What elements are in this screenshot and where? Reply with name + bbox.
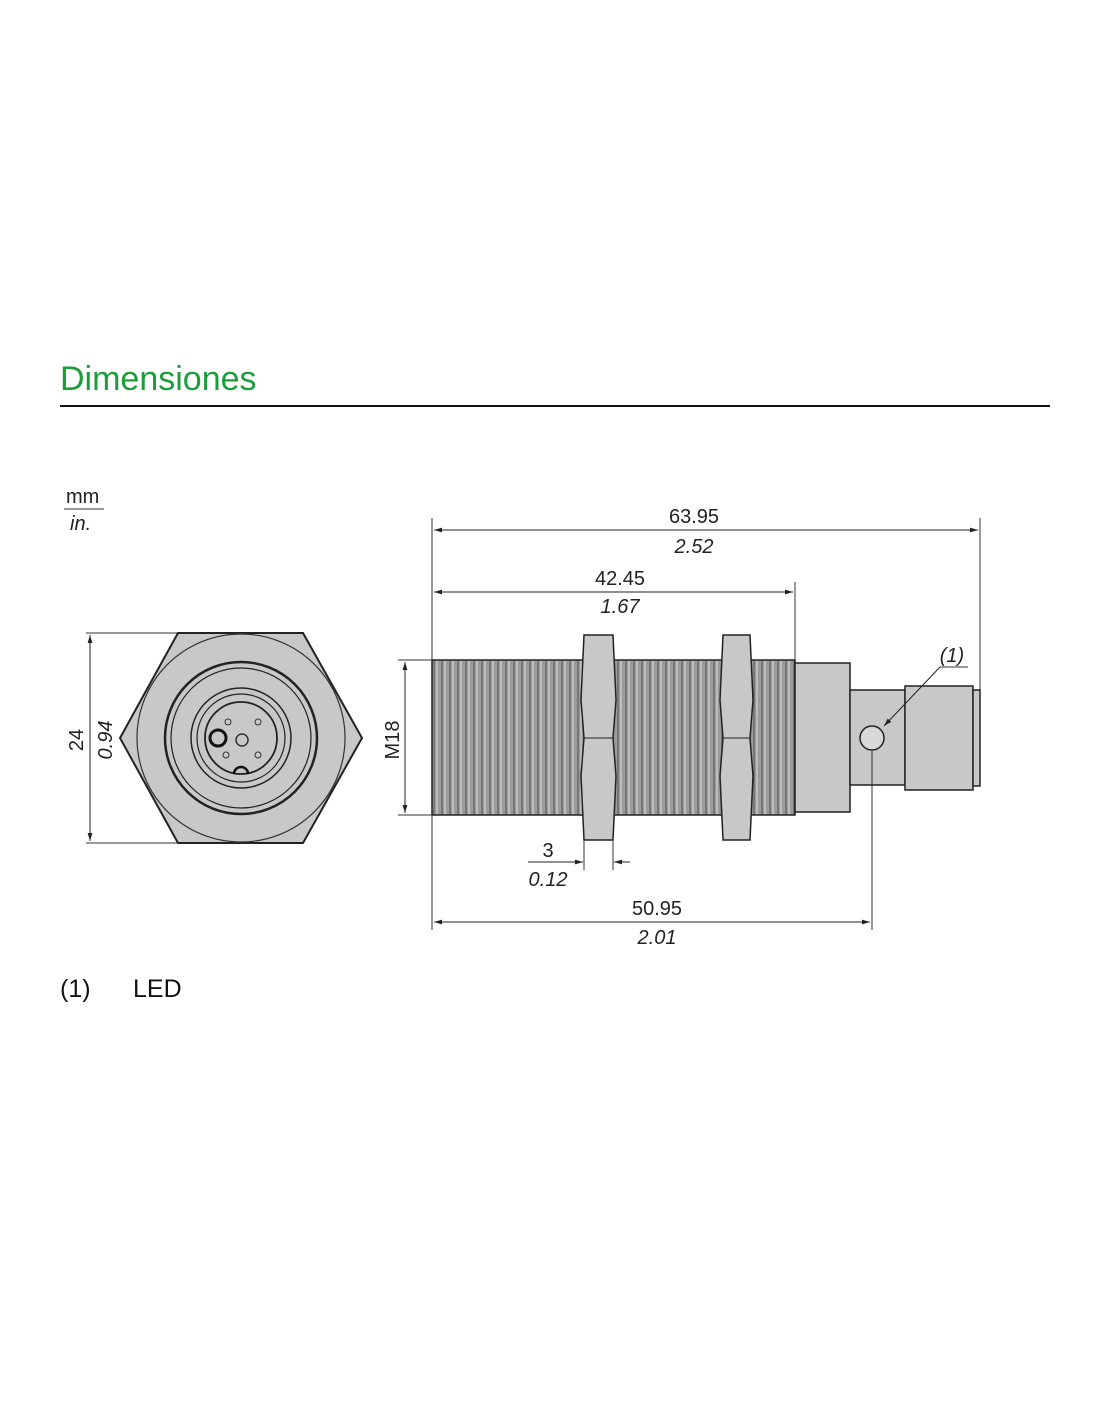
svg-text:1.67: 1.67: [601, 596, 641, 618]
title-rule: [60, 405, 1050, 407]
svg-text:in.: in.: [70, 513, 91, 535]
nut: [580, 634, 617, 841]
led-indicator: [859, 725, 885, 751]
svg-text:50.95: 50.95: [632, 898, 682, 920]
led-callout: (1): [940, 645, 964, 667]
units-legend: mm in.: [64, 486, 104, 535]
svg-text:mm: mm: [66, 486, 99, 508]
section-title: Dimensiones: [60, 360, 257, 398]
svg-text:0.12: 0.12: [529, 869, 568, 891]
nut: [719, 634, 754, 841]
front-view: [118, 632, 364, 844]
dimension-thread-length: 42.45 1.67: [434, 568, 796, 660]
dimension-nut-thickness: 3 0.12: [528, 840, 630, 891]
svg-text:3: 3: [542, 840, 553, 862]
note-text: LED: [133, 975, 182, 1003]
svg-text:63.95: 63.95: [669, 506, 719, 528]
dimension-led-position: 50.95 2.01: [431, 750, 873, 949]
note-ref: (1): [60, 975, 91, 1003]
dimension-width: 24 0.94: [66, 632, 178, 844]
dimension-overall-length: 63.95 2.52: [431, 506, 981, 690]
svg-text:42.45: 42.45: [595, 568, 645, 590]
svg-text:2.52: 2.52: [674, 536, 714, 558]
svg-text:24: 24: [66, 729, 88, 751]
dimension-thread: M18: [382, 659, 432, 816]
svg-text:0.94: 0.94: [95, 721, 117, 760]
side-view: (1): [431, 634, 981, 841]
svg-text:M18: M18: [382, 721, 404, 760]
svg-text:2.01: 2.01: [637, 927, 677, 949]
